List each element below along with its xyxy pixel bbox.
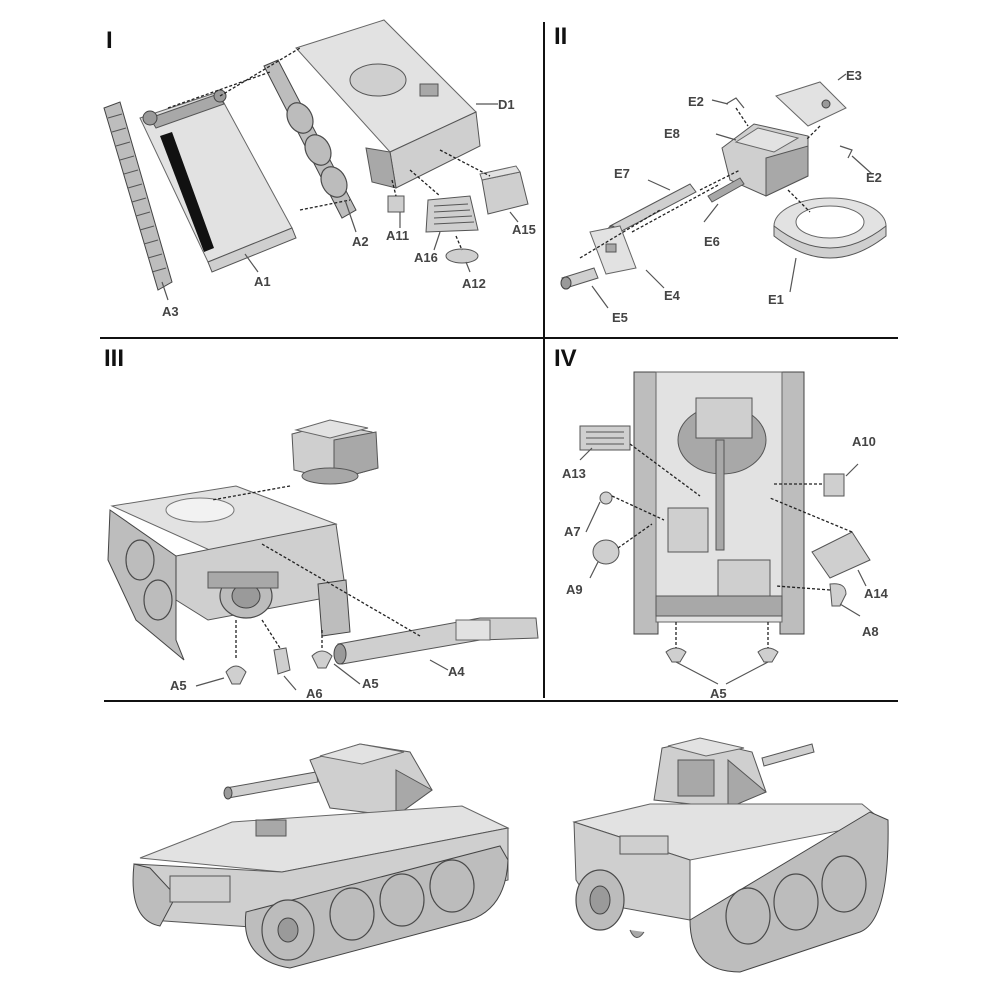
- label-a13: A13: [562, 466, 586, 481]
- part-e3-roof-plate: [775, 81, 847, 127]
- label-a5-pair: A5: [710, 686, 727, 701]
- label-e5: E5: [612, 310, 628, 325]
- part-a11-small-box: [387, 195, 405, 213]
- step-number-2: II: [554, 23, 567, 50]
- label-a16: A16: [414, 250, 438, 265]
- label-a14: A14: [864, 586, 889, 601]
- label-a12: A12: [462, 276, 486, 291]
- part-a9-fitting: [592, 539, 620, 565]
- part-a13-vent-grille: [579, 425, 631, 451]
- finished-model-front-left-view: [132, 743, 510, 969]
- label-a9: A9: [566, 582, 583, 597]
- part-a15-box: [479, 165, 529, 215]
- part-a6-hook: [273, 647, 291, 675]
- label-a6: A6: [306, 686, 323, 701]
- step-1-hull-assembly: D1 A2 A11 A15 A16 A12 A1 A3: [103, 19, 536, 319]
- step-number-3: III: [104, 345, 124, 372]
- part-e2-handle-right: [839, 145, 853, 159]
- part-a2-right-track: [263, 59, 357, 219]
- part-a4-tow-bar: [333, 617, 539, 665]
- part-a8-tube: [829, 583, 847, 607]
- finished-model-rear-right-view: [572, 737, 889, 973]
- label-e2-right: E2: [866, 170, 882, 185]
- label-e3: E3: [846, 68, 862, 83]
- part-a10-box: [823, 473, 845, 497]
- part-e2-handle-left: [725, 97, 745, 109]
- part-a5-hook-left: [225, 665, 247, 685]
- label-a5-left: A5: [170, 678, 187, 693]
- part-e8-turret: [721, 123, 809, 197]
- part-d1-upper-hull: [295, 19, 481, 189]
- hull-top-view: [633, 371, 805, 635]
- label-e8: E8: [664, 126, 680, 141]
- label-a3: A3: [162, 304, 179, 319]
- label-a5-right: A5: [362, 676, 379, 691]
- part-a5-hook-right: [311, 650, 333, 669]
- part-a12-cap: [445, 248, 479, 264]
- part-e5-barrel-sleeve: [560, 267, 599, 290]
- label-a1: A1: [254, 274, 271, 289]
- label-e4: E4: [664, 288, 681, 303]
- part-a1-lower-hull: [139, 89, 297, 273]
- step-4-top-view-assembly: A10 A13 A7 A9 A14 A8 A5: [562, 371, 889, 701]
- label-a4: A4: [448, 664, 465, 679]
- step-number-4: IV: [554, 345, 577, 372]
- part-a5-hooks-pair: [665, 647, 779, 663]
- part-e7-main-gun: [607, 183, 697, 235]
- label-e2-left: E2: [688, 94, 704, 109]
- part-a3-left-track: [103, 101, 173, 291]
- label-a2: A2: [352, 234, 369, 249]
- label-e6: E6: [704, 234, 720, 249]
- step-3-rear-view-assembly: A5 A6 A5 A4: [107, 419, 539, 701]
- part-e6-coax-gun: [707, 177, 745, 203]
- turret-subassembly: [291, 419, 379, 485]
- label-d1: D1: [498, 97, 515, 112]
- step-number-1: I: [106, 27, 113, 54]
- label-a11: A11: [386, 228, 409, 243]
- label-a8: A8: [862, 624, 879, 639]
- hull-rear-view: [107, 485, 351, 661]
- part-a7-knob: [599, 491, 613, 505]
- label-e7: E7: [614, 166, 630, 181]
- part-e4-gun-mantlet: [589, 225, 637, 275]
- label-a7: A7: [564, 524, 581, 539]
- part-a16-grille: [425, 195, 479, 233]
- part-e1-turret-ring: [773, 197, 887, 259]
- label-a15: A15: [512, 222, 536, 237]
- part-a14-plate: [811, 531, 871, 579]
- label-e1: E1: [768, 292, 784, 307]
- label-a10: A10: [852, 434, 876, 449]
- step-2-turret-assembly: E3 E2 E8 E2 E7 E6 E1 E4 E5: [560, 68, 887, 325]
